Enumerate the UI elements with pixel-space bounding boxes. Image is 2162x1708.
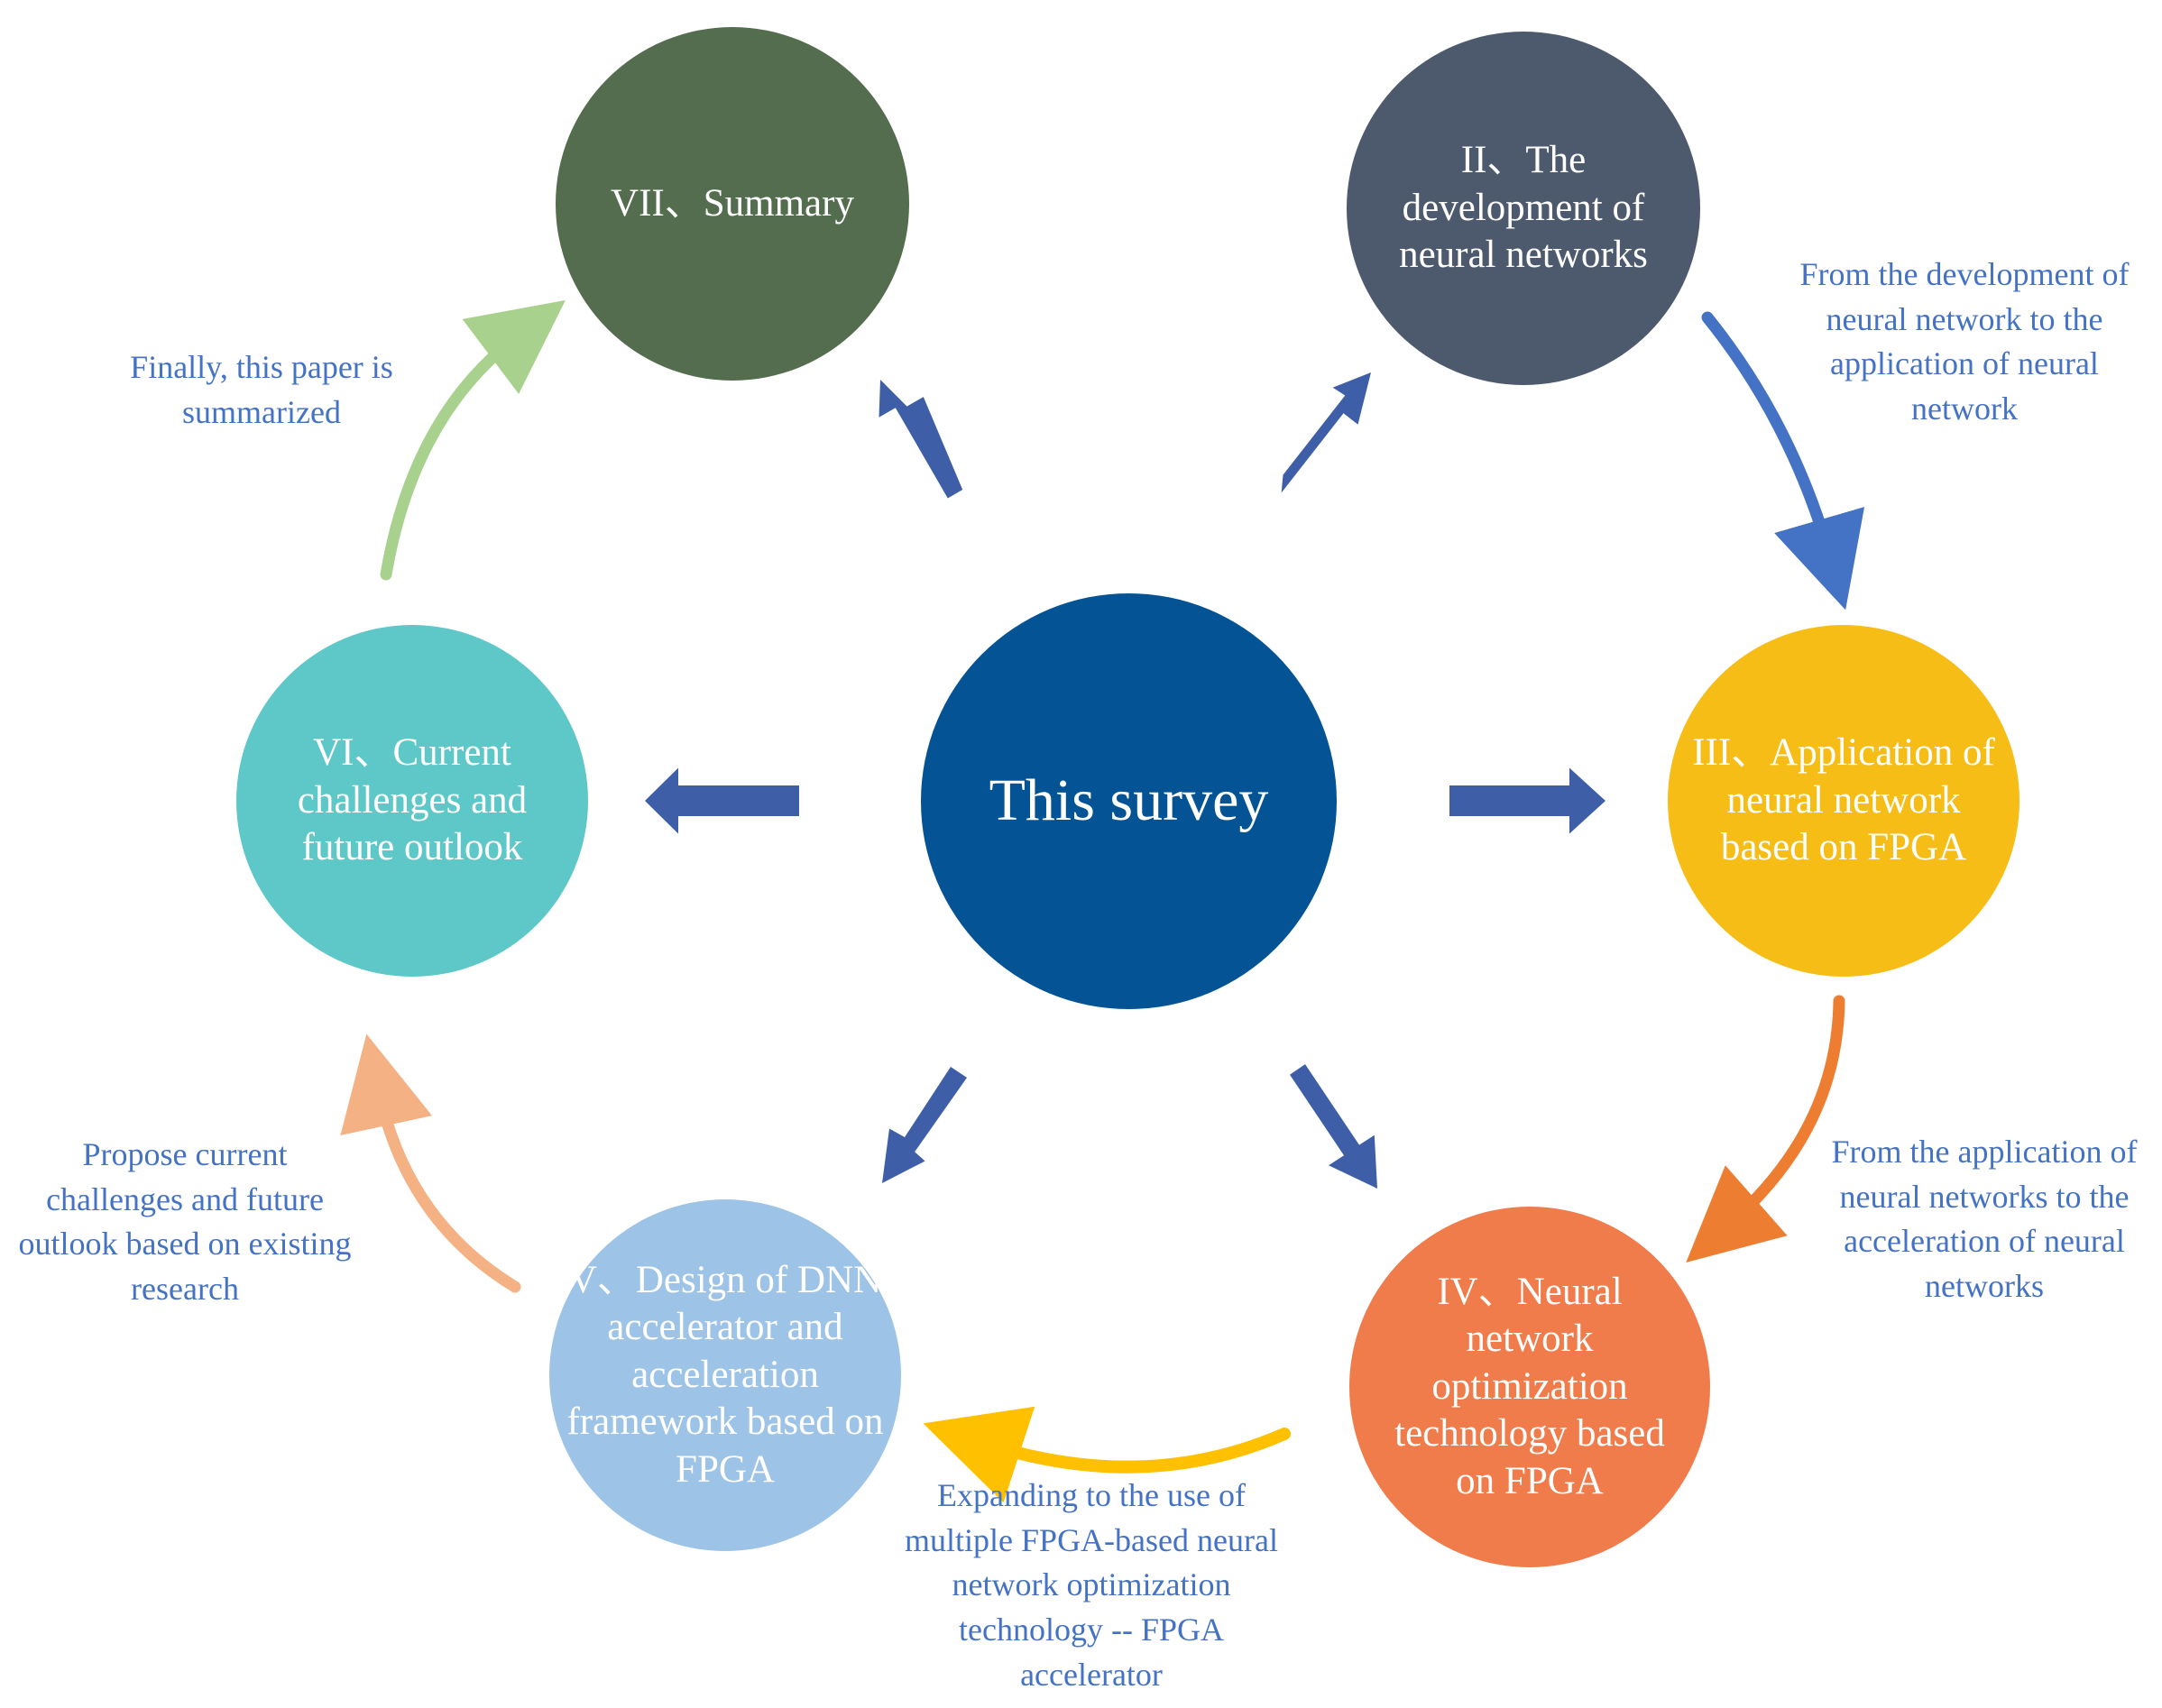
node-center: This survey: [921, 593, 1337, 1009]
node-summary: VII、Summary: [556, 27, 909, 381]
caption-challenges-to-summary: Finally, this paper is summarized: [130, 349, 393, 430]
node-development-label: II、The development of neural networks: [1399, 139, 1648, 277]
caption-optimization-to-accelerator: Expanding to the use of multiple FPGA-ba…: [905, 1477, 1278, 1693]
node-accelerator: V、Design of DNN accelerator and accelera…: [549, 1199, 901, 1551]
radial-arrow-to-development: [1281, 372, 1371, 493]
radial-arrow-to-accelerator: [882, 1067, 967, 1183]
node-challenges: VI、Current challenges and future outlook: [236, 625, 588, 977]
node-challenges-label: VI、Current challenges and future outlook: [297, 731, 528, 869]
node-accelerator-label: V、Design of DNN accelerator and accelera…: [566, 1258, 884, 1491]
caption-accelerator-to-challenges: Propose current challenges and future ou…: [18, 1136, 352, 1308]
caption-application-to-optimization: From the application of neural networks …: [1831, 1134, 2138, 1305]
arc-arrow-optimization-to-accelerator: [923, 1406, 1291, 1503]
node-development: II、The development of neural networks: [1347, 32, 1700, 385]
radial-arrow-to-optimization: [1290, 1064, 1377, 1189]
node-summary-label: VII、Summary: [611, 181, 854, 225]
radial-arrow-to-summary: [879, 380, 963, 499]
caption-development-to-application: From the development of neural network t…: [1799, 256, 2130, 427]
arc-arrow-challenges-to-summary: [380, 299, 566, 581]
radial-arrow-to-challenges: [645, 767, 799, 834]
arc-arrow-accelerator-to-challenges: [340, 1033, 521, 1293]
node-optimization-label: IV、Neural network optimization technolog…: [1394, 1270, 1665, 1502]
node-application: III、Application of neural network based …: [1668, 625, 2019, 977]
node-optimization: IV、Neural network optimization technolog…: [1349, 1207, 1710, 1567]
arc-arrow-application-to-optimization: [1686, 995, 1845, 1263]
node-application-label: III、Application of neural network based …: [1692, 731, 1995, 869]
node-center-label: This survey: [989, 767, 1269, 834]
arc-arrow-development-to-application: [1701, 311, 1865, 611]
radial-arrow-to-application: [1449, 767, 1605, 834]
